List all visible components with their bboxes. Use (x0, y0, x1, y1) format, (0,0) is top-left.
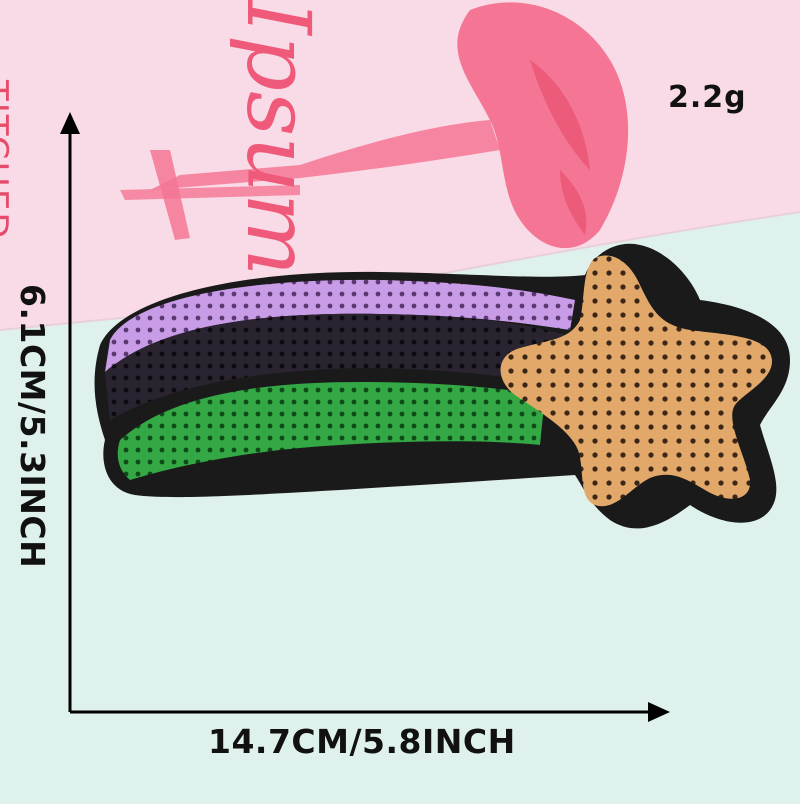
height-dimension-label: 6.1CM/5.3INCH (13, 284, 52, 569)
patch-black-band (105, 313, 565, 420)
patch-green-band (117, 382, 545, 480)
dimension-arrows (60, 112, 670, 722)
patch-purple-band (105, 279, 575, 372)
width-dimension-label: 14.7CM/5.8INCH (208, 722, 516, 761)
patch-gold-star (500, 255, 773, 507)
card-side-text: TITCHED (0, 80, 15, 241)
card-script-text: Ipsum (227, 0, 330, 277)
height-dimension-wrap: 6.1CM/5.3INCH (13, 284, 92, 574)
flamingo-illustration (120, 2, 629, 249)
sequin-patch (94, 243, 791, 529)
weight-label: 2.2g (668, 80, 747, 115)
